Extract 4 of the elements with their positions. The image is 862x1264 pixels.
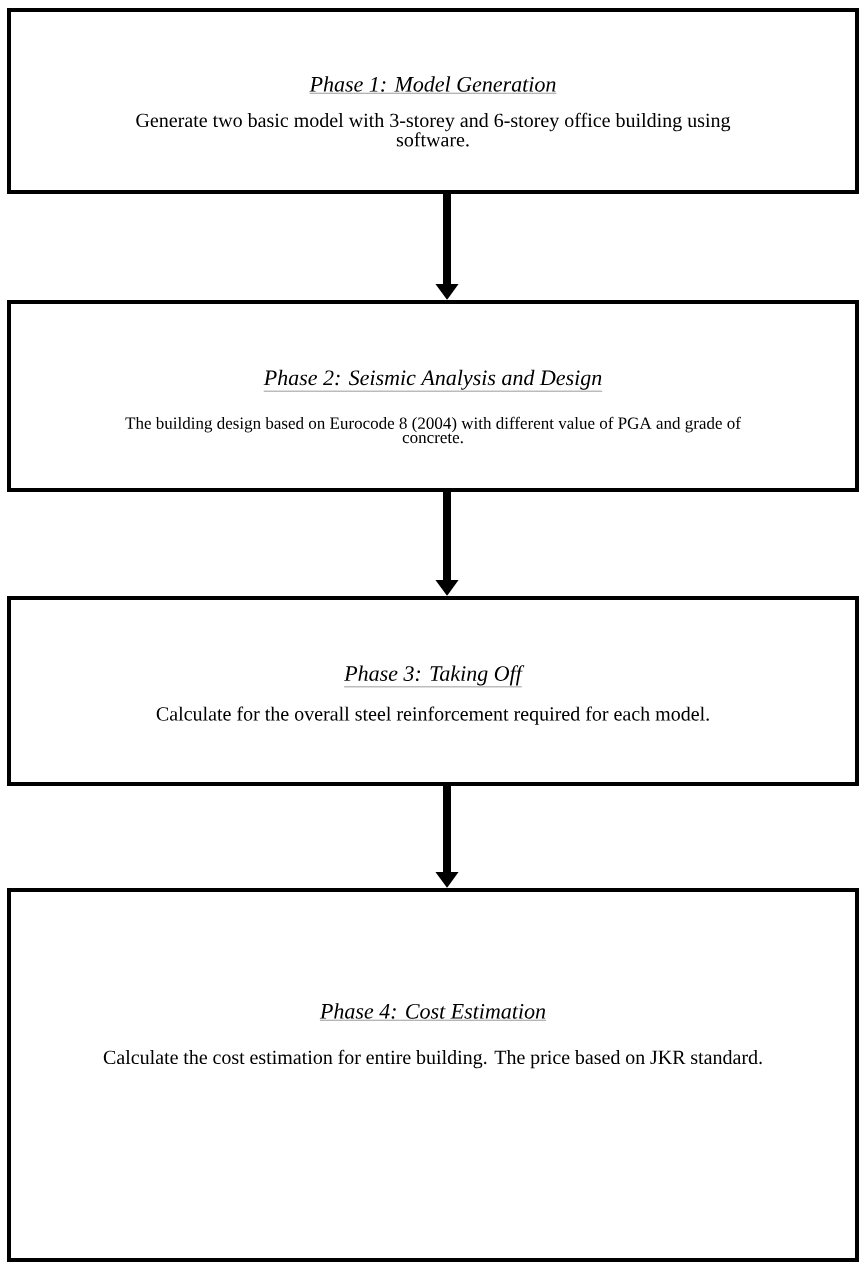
process-box: Phase 4: Cost Estimation Calculate the cost estimation for entire building. The price based on JKR standard. — [7, 888, 859, 1262]
process-box: Phase 1: Model Generation Generate two basic model with 3-storey and 6-storey office building using software. — [7, 8, 859, 194]
process-box: Phase 3: Taking Off Calculate for the overall steel reinforcement required for each model. — [7, 596, 859, 786]
process-box: Phase 2: Seismic Analysis and Design The building design based on Eurocode 8 (2004) with different value of PGA and grade of concrete. — [7, 300, 859, 492]
